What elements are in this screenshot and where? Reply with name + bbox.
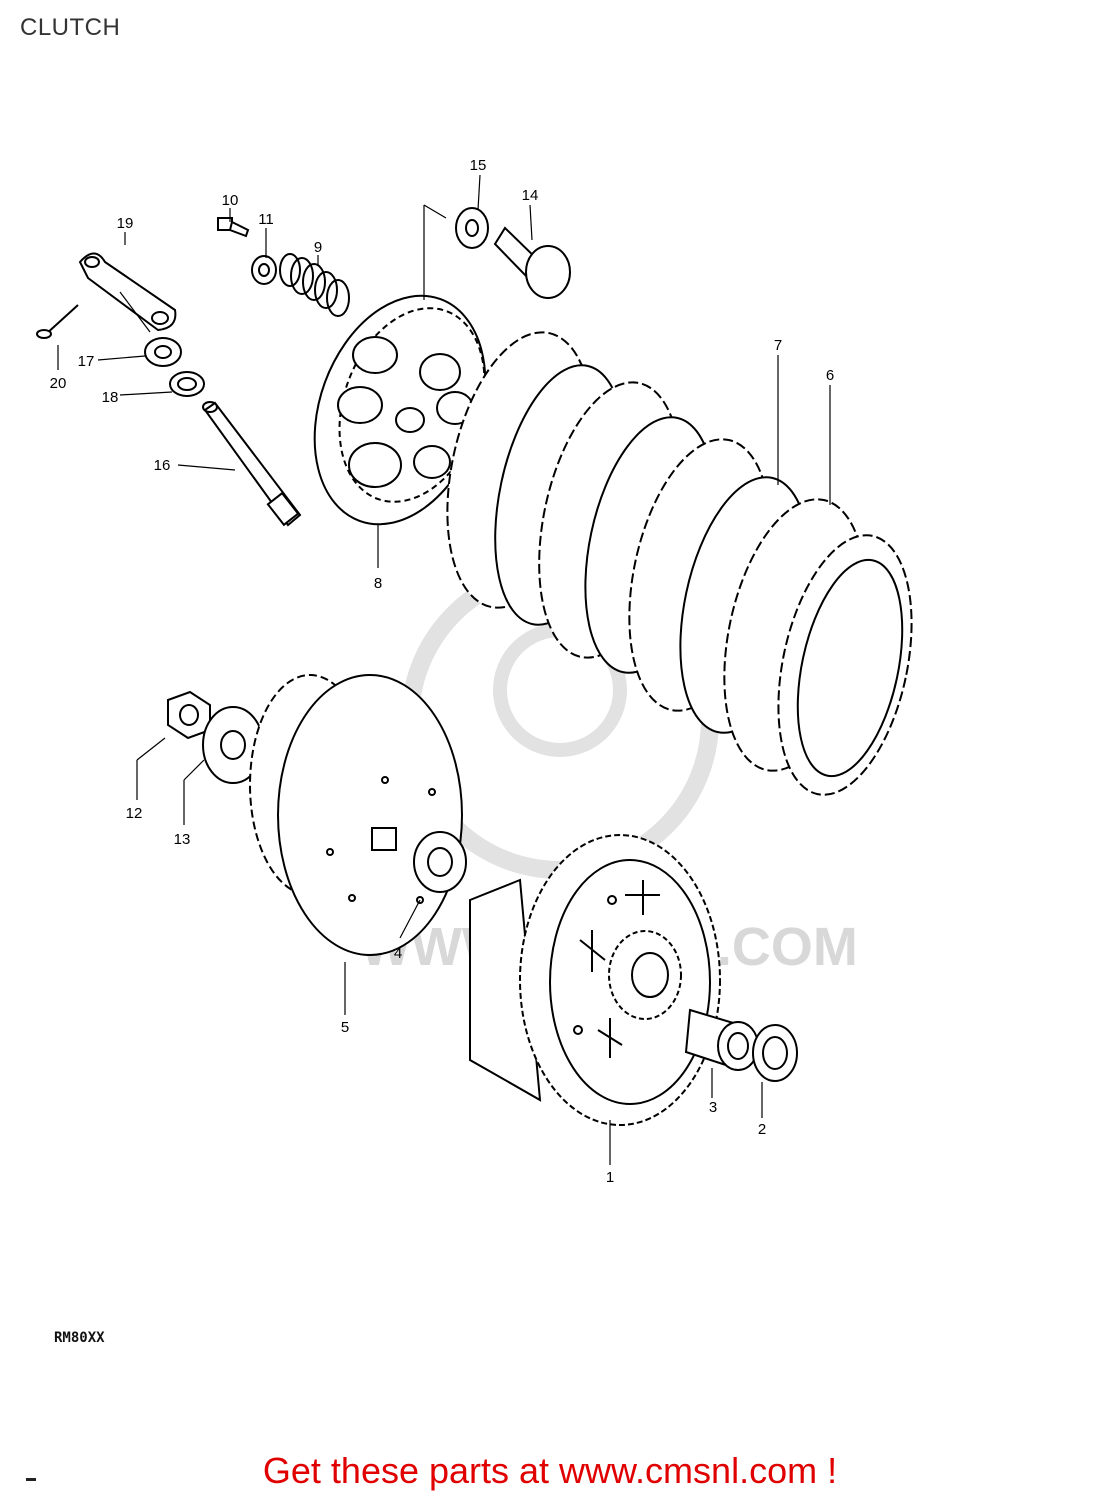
- callout-7: 7: [774, 337, 782, 354]
- part-17-bearing: [144, 337, 182, 367]
- part-8-pressure-plate: [313, 204, 487, 526]
- callout-10: 10: [222, 192, 239, 209]
- callout-labels: 15 14 10 11 9 19 20 17 18 16 8 7 6 12 13…: [50, 157, 835, 1186]
- callout-3: 3: [709, 1099, 717, 1116]
- callout-4: 4: [394, 945, 402, 962]
- part-9-spring: [279, 253, 350, 317]
- part-3-spacer: [684, 1008, 759, 1071]
- callout-15: 15: [470, 157, 487, 174]
- callout-14: 14: [522, 187, 539, 204]
- callout-2: 2: [758, 1121, 766, 1138]
- callout-12: 12: [126, 805, 143, 822]
- callout-18: 18: [102, 389, 119, 406]
- model-code: RM80XX: [54, 1330, 105, 1346]
- callout-9: 9: [314, 239, 322, 256]
- callout-19: 19: [117, 215, 134, 232]
- part-19-lever: [78, 252, 177, 333]
- callout-20: 20: [50, 375, 67, 392]
- footer-link[interactable]: Get these parts at www.cmsnl.com !: [262, 1450, 838, 1491]
- part-1-clutch-housing: [469, 834, 721, 1126]
- parts-6-7-clutch-plates: [446, 331, 913, 796]
- part-12-nut: [167, 690, 211, 740]
- part-15-washer: [455, 207, 489, 249]
- part-4-thrust-washer: [413, 831, 467, 893]
- callout-8: 8: [374, 575, 382, 592]
- part-11-washer: [251, 255, 277, 285]
- callout-16: 16: [154, 457, 171, 474]
- callout-13: 13: [174, 831, 191, 848]
- part-14-pin: [493, 226, 571, 299]
- part-10-bolt: [217, 217, 250, 238]
- callout-17: 17: [78, 353, 95, 370]
- callout-5: 5: [341, 1019, 349, 1036]
- page-title: CLUTCH: [20, 14, 121, 41]
- part-20-bolt: [36, 304, 79, 339]
- part-18-washer: [169, 371, 205, 397]
- part-16-push-rod: [202, 401, 302, 527]
- part-5-sleeve-hub: [249, 674, 463, 956]
- callout-6: 6: [826, 367, 834, 384]
- callout-1: 1: [606, 1169, 614, 1186]
- footer-dash: [26, 1478, 36, 1481]
- callout-leaders: [57, 174, 831, 1165]
- part-2-washer: [752, 1024, 798, 1082]
- callout-11: 11: [258, 211, 274, 228]
